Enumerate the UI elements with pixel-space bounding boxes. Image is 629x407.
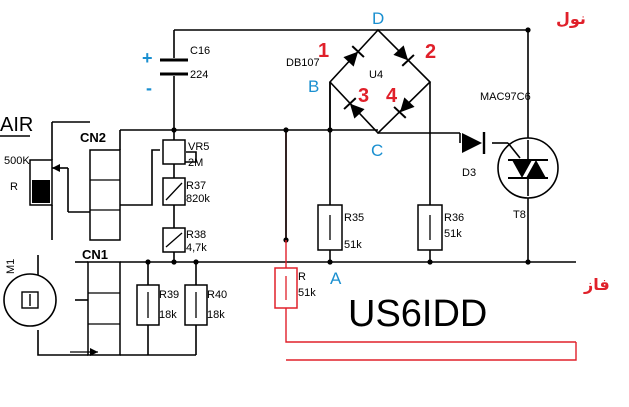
resistor-r40: R40 18k <box>184 284 227 326</box>
junction-dots <box>145 27 531 265</box>
sensor-value: 500K <box>4 155 30 167</box>
connector-cn2: CN2 <box>80 130 121 241</box>
top-rail-label: نول <box>556 9 586 28</box>
resistor-r-red: R 51k <box>274 240 316 309</box>
diode-label-1: 1 <box>318 40 329 62</box>
diode-2 <box>393 45 415 67</box>
diode-3 <box>343 97 365 119</box>
diode-1 <box>343 45 365 67</box>
bridge-rectifier: DB107 U4 1 2 3 4 D B C A <box>286 9 436 288</box>
resistor-r36: R36 51k <box>417 204 464 251</box>
vr5-name: VR5 <box>188 141 209 153</box>
r37-name: R37 <box>186 180 206 192</box>
c16-name: C16 <box>190 45 210 57</box>
capacitor-c16: C16 224 + - <box>142 45 210 98</box>
cn1-name: CN1 <box>82 247 108 262</box>
diagram-title: US6IDD <box>348 293 487 335</box>
diode-label-2: 2 <box>425 41 436 63</box>
c16-plus: + <box>142 48 153 68</box>
r36-name: R36 <box>444 212 464 224</box>
r38-value: 4,7k <box>186 242 207 254</box>
r-red-value: 51k <box>298 287 316 299</box>
motor-m1: M1 <box>3 259 98 356</box>
motor-name: M1 <box>5 259 17 274</box>
node-label-d: D <box>372 9 384 28</box>
phase-wire <box>285 130 577 361</box>
triac-part: MAC97C6 <box>480 91 531 103</box>
r-red-name: R <box>298 271 306 283</box>
r35-value: 51k <box>344 239 362 251</box>
d3-name: D3 <box>462 167 476 179</box>
node-label-a: A <box>330 269 342 288</box>
triac-t8: MAC97C6 T8 <box>480 91 559 221</box>
bridge-part: DB107 <box>286 57 320 69</box>
bridge-name: U4 <box>369 69 383 81</box>
diode-label-3: 3 <box>358 85 369 107</box>
sensor-name: R <box>10 181 18 193</box>
node-label-c: C <box>371 141 383 160</box>
r40-name: R40 <box>207 289 227 301</box>
bottom-rail-label: فاز <box>583 275 610 294</box>
triac-name: T8 <box>513 209 526 221</box>
resistor-r39: R39 18k <box>136 284 179 326</box>
resistor-r35: R35 51k <box>317 204 364 251</box>
r37-value: 820k <box>186 193 210 205</box>
r36-value: 51k <box>444 228 462 240</box>
vr5-value: 2M <box>188 157 203 169</box>
diode-d3: D3 <box>459 132 486 179</box>
pot-vr5: VR5 2M <box>162 139 209 169</box>
diode-4 <box>393 97 415 119</box>
r39-value: 18k <box>159 309 177 321</box>
resistor-r37: R37 820k <box>162 177 210 206</box>
r39-name: R39 <box>159 289 179 301</box>
diode-label-4: 4 <box>386 85 398 107</box>
r38-name: R38 <box>186 229 206 241</box>
r35-name: R35 <box>344 212 364 224</box>
air-label: AIR <box>0 114 33 136</box>
node-label-b: B <box>308 77 319 96</box>
r40-value: 18k <box>207 309 225 321</box>
cn2-name: CN2 <box>80 130 106 145</box>
c16-value: 224 <box>190 69 208 81</box>
resistor-r38: R38 4,7k <box>162 227 207 254</box>
air-sensor: AIR 500K R <box>0 114 68 206</box>
connector-cn1: CN1 <box>82 247 121 356</box>
c16-minus: - <box>146 78 152 98</box>
wires <box>0 28 576 356</box>
